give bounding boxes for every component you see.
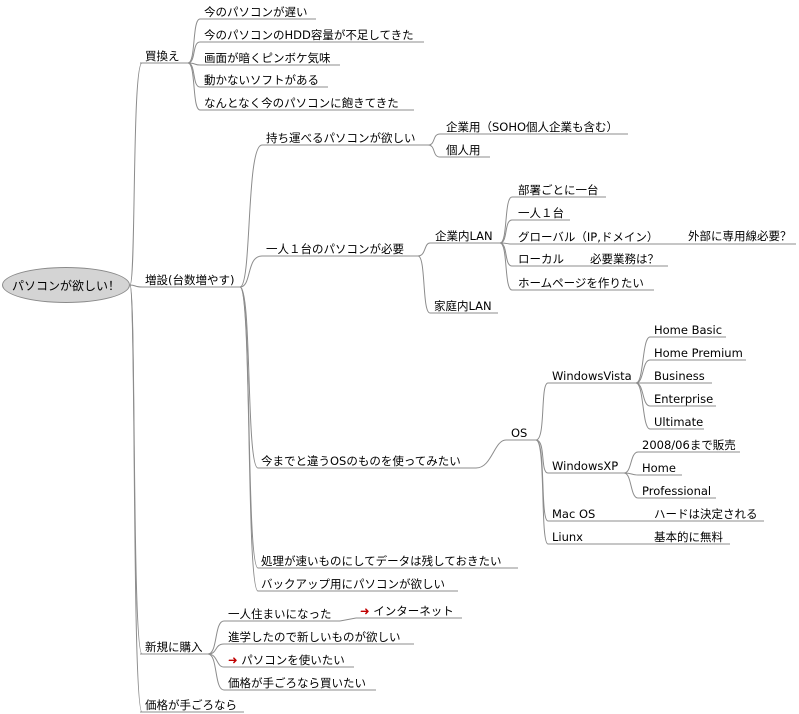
node-global[interactable]: グローバル（IP,ドメイン） <box>518 230 659 244</box>
node-screen[interactable]: 画面が暗くピンボケ気味 <box>204 51 331 65</box>
node-one-each[interactable]: 一人１台 <box>518 206 564 220</box>
node-software[interactable]: 動かないソフトがある <box>204 73 319 87</box>
node-internet-label: インターネット <box>373 604 454 618</box>
node-mac[interactable]: Mac OS <box>552 507 596 521</box>
branch-kaikae[interactable]: 買換え <box>145 49 180 63</box>
node-vista-ultimate[interactable]: Ultimate <box>654 415 704 429</box>
node-xp-professional[interactable]: Professional <box>642 484 712 498</box>
node-dept[interactable]: 部署ごとに一台 <box>518 183 599 197</box>
node-linux-note[interactable]: 基本的に無料 <box>654 530 723 544</box>
node-homepage[interactable]: ホームページを作りたい <box>518 276 644 290</box>
node-xp-home[interactable]: Home <box>642 461 676 475</box>
node-mac-note[interactable]: ハードは決定される <box>654 507 758 521</box>
node-vista-home-premium[interactable]: Home Premium <box>654 346 743 360</box>
branch-zousetsu[interactable]: 増設(台数増やす) <box>145 273 235 287</box>
node-one-per-person[interactable]: 一人１台のパソコンが必要 <box>266 242 404 256</box>
node-portable-corp[interactable]: 企業用（SOHO個人企業も含む） <box>446 120 619 134</box>
node-xp[interactable]: WindowsXP <box>552 459 619 473</box>
node-local-note[interactable]: 必要業務は？ <box>590 252 659 266</box>
node-vista[interactable]: WindowsVista <box>552 369 632 383</box>
node-os[interactable]: OS <box>511 426 528 440</box>
node-other-os[interactable]: 今までと違うOSのものを使ってみたい <box>261 454 461 468</box>
node-cheap-buy[interactable]: 価格が手ごろなら買いたい <box>228 676 366 690</box>
branch-cheap[interactable]: 価格が手ごろなら <box>145 698 237 712</box>
node-school[interactable]: 進学したので新しいものが欲しい <box>228 630 401 644</box>
node-internet[interactable]: ➜ インターネット <box>360 604 454 618</box>
node-vista-business[interactable]: Business <box>654 369 705 383</box>
node-portable-personal[interactable]: 個人用 <box>446 143 481 157</box>
node-alone[interactable]: 一人住まいになった <box>228 607 332 621</box>
node-xp-sales-end[interactable]: 2008/06まで販売 <box>642 438 736 452</box>
node-linux[interactable]: Liunx <box>552 530 583 544</box>
node-vista-enterprise[interactable]: Enterprise <box>654 392 714 406</box>
node-use-pc[interactable]: ➜ パソコンを使いたい <box>228 653 345 667</box>
node-bored[interactable]: なんとなく今のパソコンに飽きてきた <box>204 96 399 110</box>
branch-shinki[interactable]: 新規に購入 <box>145 640 203 654</box>
root-node[interactable]: パソコンが欲しい！ <box>2 267 130 303</box>
node-vista-home-basic[interactable]: Home Basic <box>654 323 723 337</box>
node-use-pc-label: パソコンを使いたい <box>241 653 345 667</box>
root-label: パソコンが欲しい！ <box>11 278 120 293</box>
node-fast[interactable]: 処理が速いものにしてデータは残しておきたい <box>261 554 502 568</box>
arrow-right-icon: ➜ <box>228 653 238 667</box>
node-home-lan[interactable]: 家庭内LAN <box>434 299 492 313</box>
node-portable[interactable]: 持ち運べるパソコンが欲しい <box>266 131 416 145</box>
node-hdd[interactable]: 今のパソコンのHDD容量が不足してきた <box>204 28 414 42</box>
node-global-note[interactable]: 外部に専用線必要？ <box>688 229 792 243</box>
arrow-right-icon: ➜ <box>360 604 370 618</box>
node-slow[interactable]: 今のパソコンが遅い <box>204 5 308 19</box>
node-corp-lan[interactable]: 企業内LAN <box>435 229 493 243</box>
node-local[interactable]: ローカル <box>518 252 564 266</box>
node-backup[interactable]: バックアップ用にパソコンが欲しい <box>261 577 445 591</box>
